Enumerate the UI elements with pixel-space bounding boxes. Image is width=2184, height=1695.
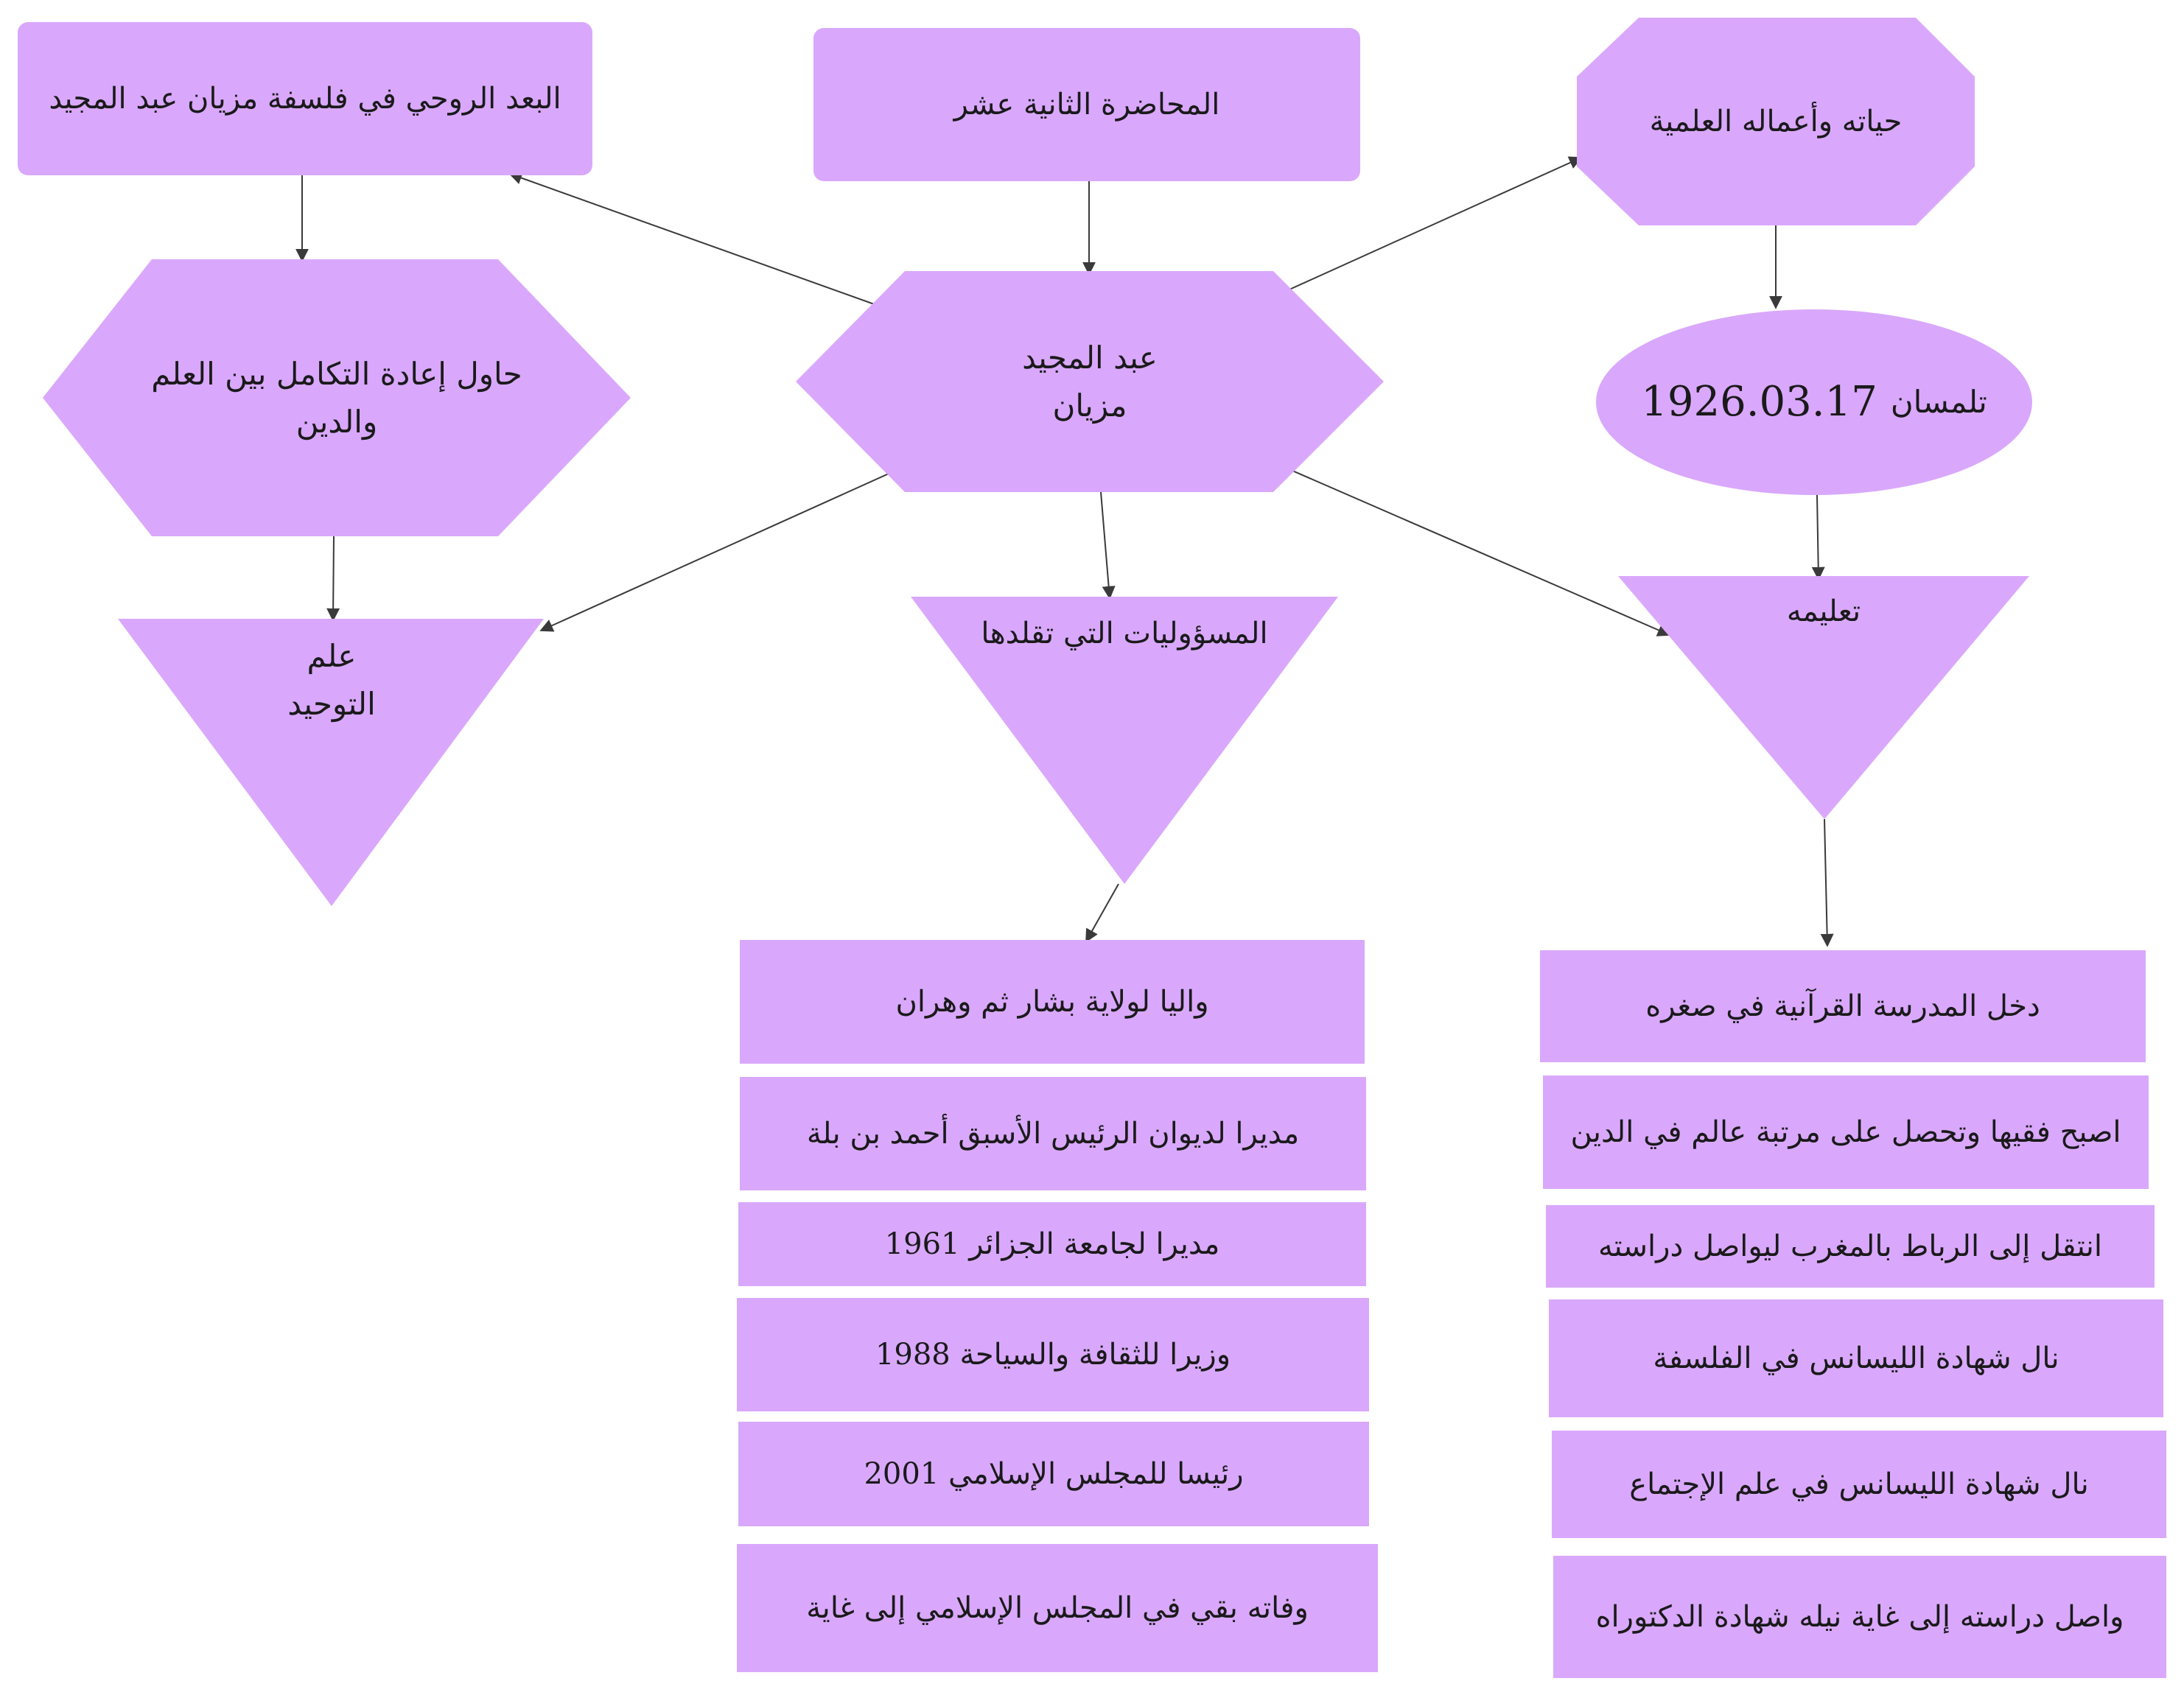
responsibility-item: وفاته بقي في المجلس الإسلامي إلى غاية: [737, 1544, 1378, 1672]
responsibility-item-text: وفاته بقي في المجلس الإسلامي إلى غاية: [806, 1591, 1309, 1625]
center-name-line1: عبد المجيد: [1022, 339, 1158, 376]
lecture-title-label: المحاضرة الثانية عشر: [813, 28, 1360, 181]
tawhid-label: علم التوحيد: [192, 632, 472, 728]
integration-line1: حاول إعادة التكامل بين العلم: [151, 355, 522, 392]
education-item: نال شهادة الليسانس في الفلسفة: [1549, 1299, 2163, 1417]
responsibility-item: مديرا لديوان الرئيس الأسبق أحمد بن بلة: [740, 1077, 1366, 1190]
center-name-line2: مزيان: [1052, 387, 1127, 424]
responsibility-box: [738, 1422, 1369, 1526]
center-name-label: عبد المجيد مزيان: [796, 271, 1384, 492]
responsibility-box: [740, 1077, 1366, 1190]
tawhid-triangle: [118, 619, 544, 906]
education-box: [1540, 950, 2146, 1062]
edge-center-to-responsibilities: [1100, 491, 1116, 600]
responsibility-box: [737, 1298, 1369, 1411]
edge-education-to-list: [1820, 818, 1834, 947]
life-works-label: حياته وأعماله العلمية: [1577, 18, 1975, 225]
edge-responsibilities-to-list: [1085, 883, 1119, 943]
responsibility-item-text: مديرا لجامعة الجزائر 1961: [884, 1227, 1220, 1261]
integration-hexagon: [43, 259, 631, 536]
education-box: [1553, 1556, 2166, 1678]
education-box: [1549, 1299, 2163, 1417]
edge-center-to-education: [1280, 465, 1671, 636]
responsibilities-triangle: [911, 597, 1338, 884]
education-item: انتقل إلى الرباط بالمغرب ليواصل دراسته: [1546, 1205, 2155, 1288]
education-item-text: نال شهادة الليسانس في علم الإجتماع: [1629, 1467, 2089, 1501]
edge-center-to-spiritual: [508, 171, 889, 310]
education-item-text: اصبح فقيها وتحصل على مرتبة عالم في الدين: [1570, 1115, 2121, 1149]
responsibility-item-text: مديرا لديوان الرئيس الأسبق أحمد بن بلة: [806, 1117, 1300, 1151]
edge-center-to-tawhid: [539, 466, 904, 632]
responsibility-box: [738, 1202, 1366, 1286]
education-item-text: نال شهادة الليسانس في الفلسفة: [1653, 1341, 2059, 1375]
tawhid-line1: علم: [307, 637, 357, 674]
tawhid-line2: التوحيد: [287, 686, 376, 722]
edge-center-to-life: [1274, 156, 1583, 297]
edge-birth-to-education: [1811, 494, 1825, 580]
education-box: [1552, 1431, 2166, 1538]
responsibility-item-text: وزيرا للثقافة والسياحة 1988: [875, 1338, 1231, 1372]
life-works-octagon: [1577, 18, 1975, 225]
education-item: اصبح فقيها وتحصل على مرتبة عالم في الدين: [1543, 1075, 2149, 1189]
responsibility-item: واليا لولاية بشار ثم وهران: [740, 940, 1365, 1064]
responsibilities-text: المسؤوليات التي تقلدها: [981, 617, 1268, 650]
responsibility-item-text: رئيسا للمجلس الإسلامي 2001: [864, 1457, 1244, 1491]
integration-line2: والدين: [295, 404, 378, 440]
education-item: نال شهادة الليسانس في علم الإجتماع: [1552, 1431, 2166, 1538]
birth-label: تلمسان 1926.03.17: [1596, 309, 2032, 495]
education-triangle: [1618, 576, 2029, 819]
center-hexagon: [796, 271, 1384, 492]
responsibility-item-text: واليا لولاية بشار ثم وهران: [895, 985, 1209, 1019]
responsibility-item: رئيسا للمجلس الإسلامي 2001: [738, 1422, 1369, 1526]
education-item-text: دخل المدرسة القرآنية في صغره: [1645, 989, 2040, 1023]
spiritual-dimension-box: [18, 22, 592, 175]
responsibility-item: مديرا لجامعة الجزائر 1961: [738, 1202, 1366, 1286]
integration-label: حاول إعادة التكامل بين العلم والدين: [43, 259, 631, 536]
education-box: [1543, 1075, 2149, 1189]
education-item-text: انتقل إلى الرباط بالمغرب ليواصل دراسته: [1598, 1229, 2102, 1263]
education-box: [1546, 1205, 2155, 1288]
birth-date-text: 1926.03.17: [1641, 377, 1877, 426]
birth-ellipse: [1596, 309, 2032, 495]
responsibility-item: وزيرا للثقافة والسياحة 1988: [737, 1298, 1369, 1411]
edge-integration-to-tawhid: [326, 536, 340, 622]
education-text: تعليمه: [1786, 594, 1861, 628]
spiritual-dimension-text: البعد الروحي في فلسفة مزيان عبد المجيد: [49, 82, 561, 116]
life-works-text: حياته وأعماله العلمية: [1649, 105, 1903, 138]
education-item: واصل دراسته إلى غاية نيله شهادة الدكتورا…: [1553, 1556, 2166, 1678]
education-label: تعليمه: [1618, 582, 2029, 641]
responsibility-box: [737, 1544, 1378, 1672]
education-item: دخل المدرسة القرآنية في صغره: [1540, 950, 2146, 1062]
responsibilities-label: المسؤوليات التي تقلدها: [911, 604, 1338, 663]
birth-place-text: تلمسان: [1890, 384, 1987, 421]
responsibility-box: [740, 940, 1365, 1064]
lecture-title-box: [813, 28, 1360, 181]
spiritual-dimension-label: البعد الروحي في فلسفة مزيان عبد المجيد: [18, 22, 592, 175]
education-item-text: واصل دراسته إلى غاية نيله شهادة الدكتورا…: [1595, 1600, 2124, 1634]
lecture-title-text: المحاضرة الثانية عشر: [953, 88, 1220, 122]
